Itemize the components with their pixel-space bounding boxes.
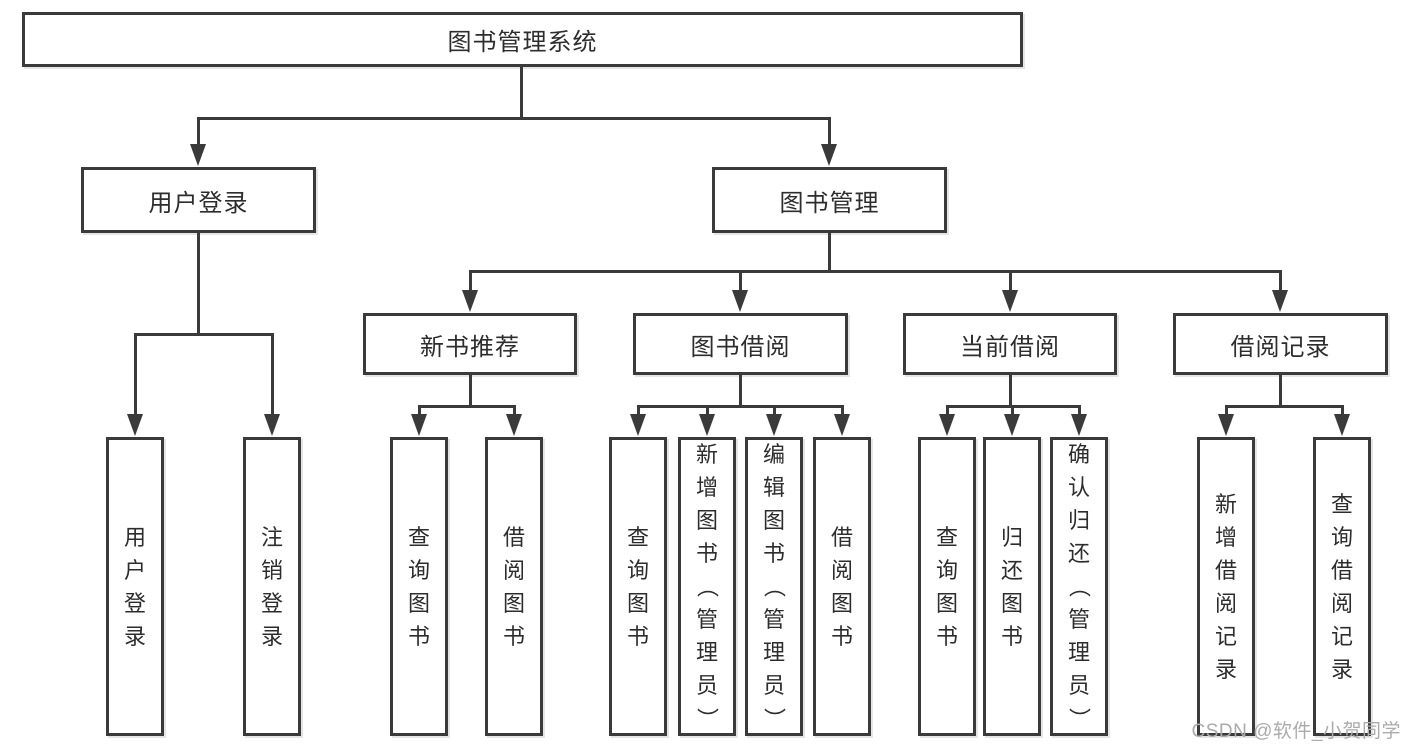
connector-leaf-stem	[945, 406, 949, 416]
connector-leaf-stem	[1077, 406, 1081, 416]
down-arrowhead	[939, 414, 955, 436]
connector-userlogin-down	[196, 233, 200, 334]
down-arrowhead	[834, 414, 850, 436]
node-book-borrowing-label: 图书借阅	[690, 333, 791, 361]
node-user-login: 用户登录	[81, 167, 316, 233]
down-arrowhead	[1272, 290, 1288, 312]
leaf-records-query-record: 查询借阅记录	[1313, 437, 1371, 736]
leaf-user-login-label: 用户登录	[123, 524, 146, 649]
down-arrowhead	[1334, 414, 1350, 436]
connector-bookmgmt-hbar	[468, 269, 1282, 273]
leaf-user-login: 用户登录	[106, 437, 164, 736]
connector-leaf-stem	[772, 406, 776, 416]
leaf-borrow-borrow-books: 借阅图书	[813, 437, 871, 736]
leaf-borrow-edit-books-admin-label: 编辑图书（管理员）	[761, 442, 787, 730]
leaf-borrow-query-books: 查询图书	[609, 437, 667, 736]
connector-l3-stem	[1278, 271, 1282, 292]
connector-records-down	[1278, 375, 1282, 406]
connector-currentborrow-down	[1008, 375, 1012, 406]
connector-records-hbar	[1224, 404, 1344, 408]
node-root: 图书管理系统	[22, 12, 1023, 67]
leaf-current-return-books: 归还图书	[983, 437, 1041, 736]
connector-leaf-stem	[1340, 406, 1344, 416]
connector-leaf-stem	[705, 406, 709, 416]
leaf-newbook-borrow-books: 借阅图书	[485, 437, 543, 736]
node-book-management-label: 图书管理	[779, 189, 880, 217]
connector-l3-stem	[1008, 271, 1012, 292]
leaf-logout-label: 注销登录	[260, 524, 283, 649]
connector-userlogin-stem	[196, 118, 200, 146]
connector-newbook-down	[468, 375, 472, 406]
connector-bookmgmt-stem	[827, 118, 831, 146]
leaf-current-confirm-return-admin: 确认归还（管理员）	[1050, 437, 1108, 736]
connector-leaf-stem	[840, 406, 844, 416]
connector-leaf-stem	[636, 406, 640, 416]
leaf-borrow-add-books-admin-label: 新增图书（管理员）	[694, 442, 720, 730]
connector-leaf-stem	[270, 334, 274, 415]
node-borrowing-records-label: 借阅记录	[1230, 333, 1331, 361]
down-arrowhead	[1218, 414, 1234, 436]
leaf-current-query-books: 查询图书	[918, 437, 976, 736]
node-book-management: 图书管理	[712, 167, 947, 233]
down-arrowhead	[766, 414, 782, 436]
down-arrowhead	[411, 414, 427, 436]
node-new-book-recommend: 新书推荐	[363, 313, 577, 375]
down-arrowhead	[1071, 414, 1087, 436]
down-arrowhead	[699, 414, 715, 436]
connector-bookborrow-hbar	[636, 404, 844, 408]
down-arrowhead	[630, 414, 646, 436]
leaf-borrow-query-books-label: 查询图书	[626, 524, 649, 649]
node-current-borrowing-label: 当前借阅	[960, 333, 1060, 361]
leaf-records-add-record: 新增借阅记录	[1197, 437, 1255, 736]
leaf-records-query-record-label: 查询借阅记录	[1330, 491, 1353, 682]
node-root-label: 图书管理系统	[447, 29, 598, 56]
leaf-newbook-query-books: 查询图书	[390, 437, 448, 736]
leaf-records-add-record-label: 新增借阅记录	[1214, 491, 1237, 682]
connector-newbook-hbar	[417, 404, 516, 408]
connector-l3-stem	[468, 271, 472, 292]
leaf-borrow-borrow-books-label: 借阅图书	[830, 524, 853, 649]
leaf-borrow-edit-books-admin: 编辑图书（管理员）	[745, 437, 803, 736]
leaf-newbook-borrow-books-label: 借阅图书	[502, 524, 525, 649]
down-arrowhead	[732, 290, 748, 312]
connector-leaf-stem	[417, 406, 421, 416]
connector-root-stem	[519, 67, 523, 118]
connector-root-hbar	[196, 117, 831, 120]
down-arrowhead	[506, 414, 522, 436]
node-user-login-label: 用户登录	[148, 189, 249, 217]
leaf-current-query-books-label: 查询图书	[935, 524, 958, 649]
node-book-borrowing: 图书借阅	[633, 313, 848, 375]
node-current-borrowing: 当前借阅	[903, 313, 1117, 375]
connector-userlogin-hbar	[133, 332, 274, 336]
connector-bookborrow-down	[738, 375, 742, 406]
leaf-borrow-add-books-admin: 新增图书（管理员）	[678, 437, 736, 736]
leaf-logout: 注销登录	[243, 437, 301, 736]
connector-leaf-stem	[1224, 406, 1228, 416]
down-arrowhead	[1002, 290, 1018, 312]
down-arrowhead	[127, 414, 143, 436]
connector-l3-stem	[738, 271, 742, 292]
connector-bookmgmt-down	[827, 233, 831, 271]
connector-leaf-stem	[133, 334, 137, 415]
leaf-newbook-query-books-label: 查询图书	[407, 524, 430, 649]
leaf-current-return-books-label: 归还图书	[1000, 524, 1023, 649]
node-new-book-recommend-label: 新书推荐	[420, 333, 520, 361]
connector-leaf-stem	[1010, 406, 1014, 416]
down-arrowhead	[821, 144, 837, 166]
watermark: CSDN @软件_小贺同学	[1191, 721, 1401, 742]
node-borrowing-records: 借阅记录	[1173, 313, 1388, 375]
leaf-current-confirm-return-admin-label: 确认归还（管理员）	[1066, 442, 1092, 730]
down-arrowhead	[462, 290, 478, 312]
connector-leaf-stem	[512, 406, 516, 416]
down-arrowhead	[264, 414, 280, 436]
down-arrowhead	[1004, 414, 1020, 436]
down-arrowhead	[190, 144, 206, 166]
